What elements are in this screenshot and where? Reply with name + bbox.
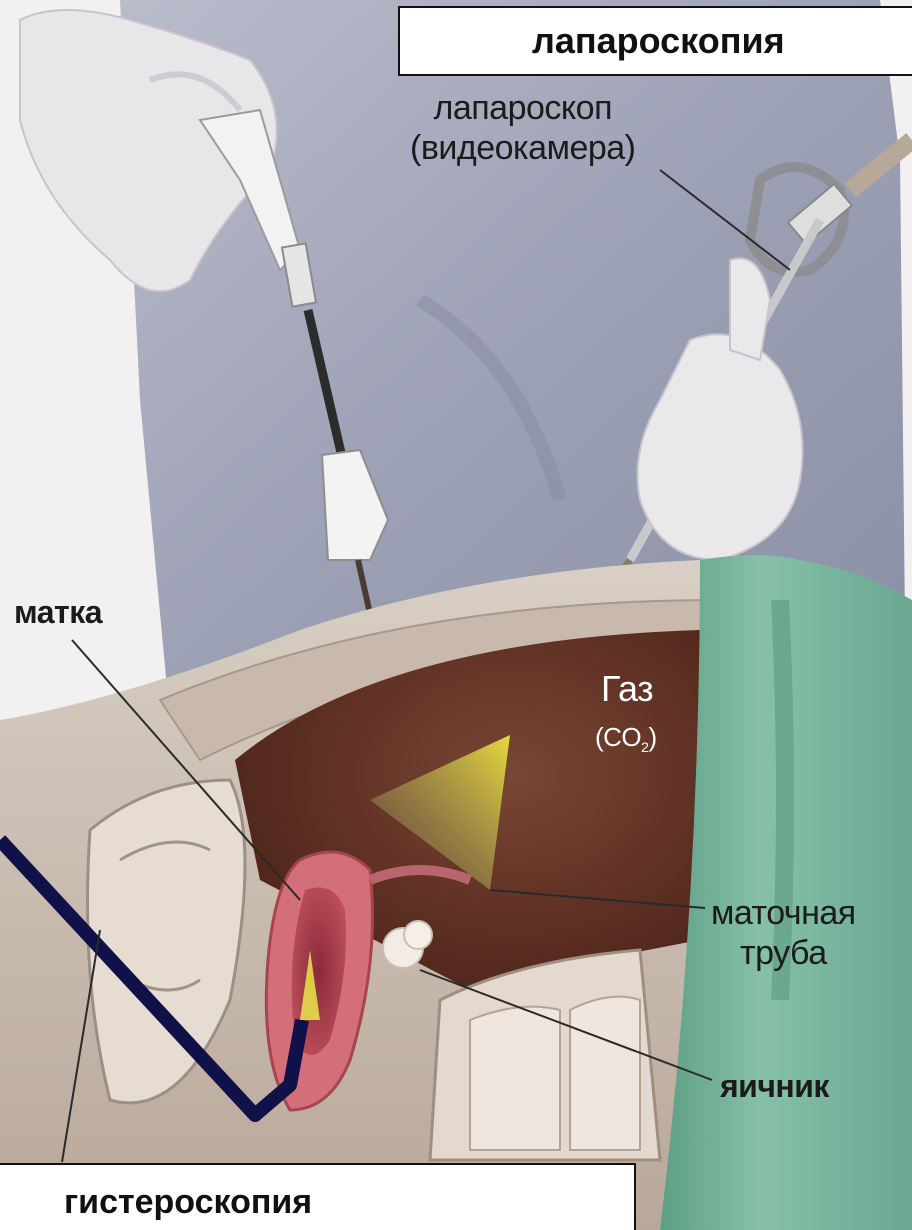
hysteroscopy-title-box: гистероскопия [0, 1163, 636, 1230]
laparoscopy-title: лапароскопия [532, 20, 785, 62]
co2-close: ) [648, 722, 656, 752]
laparoscope-label-line1: лапароскоп [410, 88, 636, 128]
fallopian-tube-label-line2: труба [711, 933, 856, 973]
ovary-label: яичник [720, 1068, 829, 1105]
fallopian-tube-label: маточная труба [711, 893, 856, 973]
laparoscope-label-line2: (видеокамера) [410, 128, 636, 168]
fallopian-tube-label-line1: маточная [711, 893, 856, 933]
uterus-label: матка [14, 594, 102, 631]
laparoscopy-title-box: лапароскопия [398, 6, 912, 76]
laparoscope-label: лапароскоп (видеокамера) [410, 88, 636, 168]
co2-text: (CO [595, 722, 641, 752]
hysteroscopy-title: гистероскопия [64, 1183, 312, 1222]
co2-label: (CO2) [595, 722, 657, 755]
gas-label: Газ [601, 668, 653, 710]
